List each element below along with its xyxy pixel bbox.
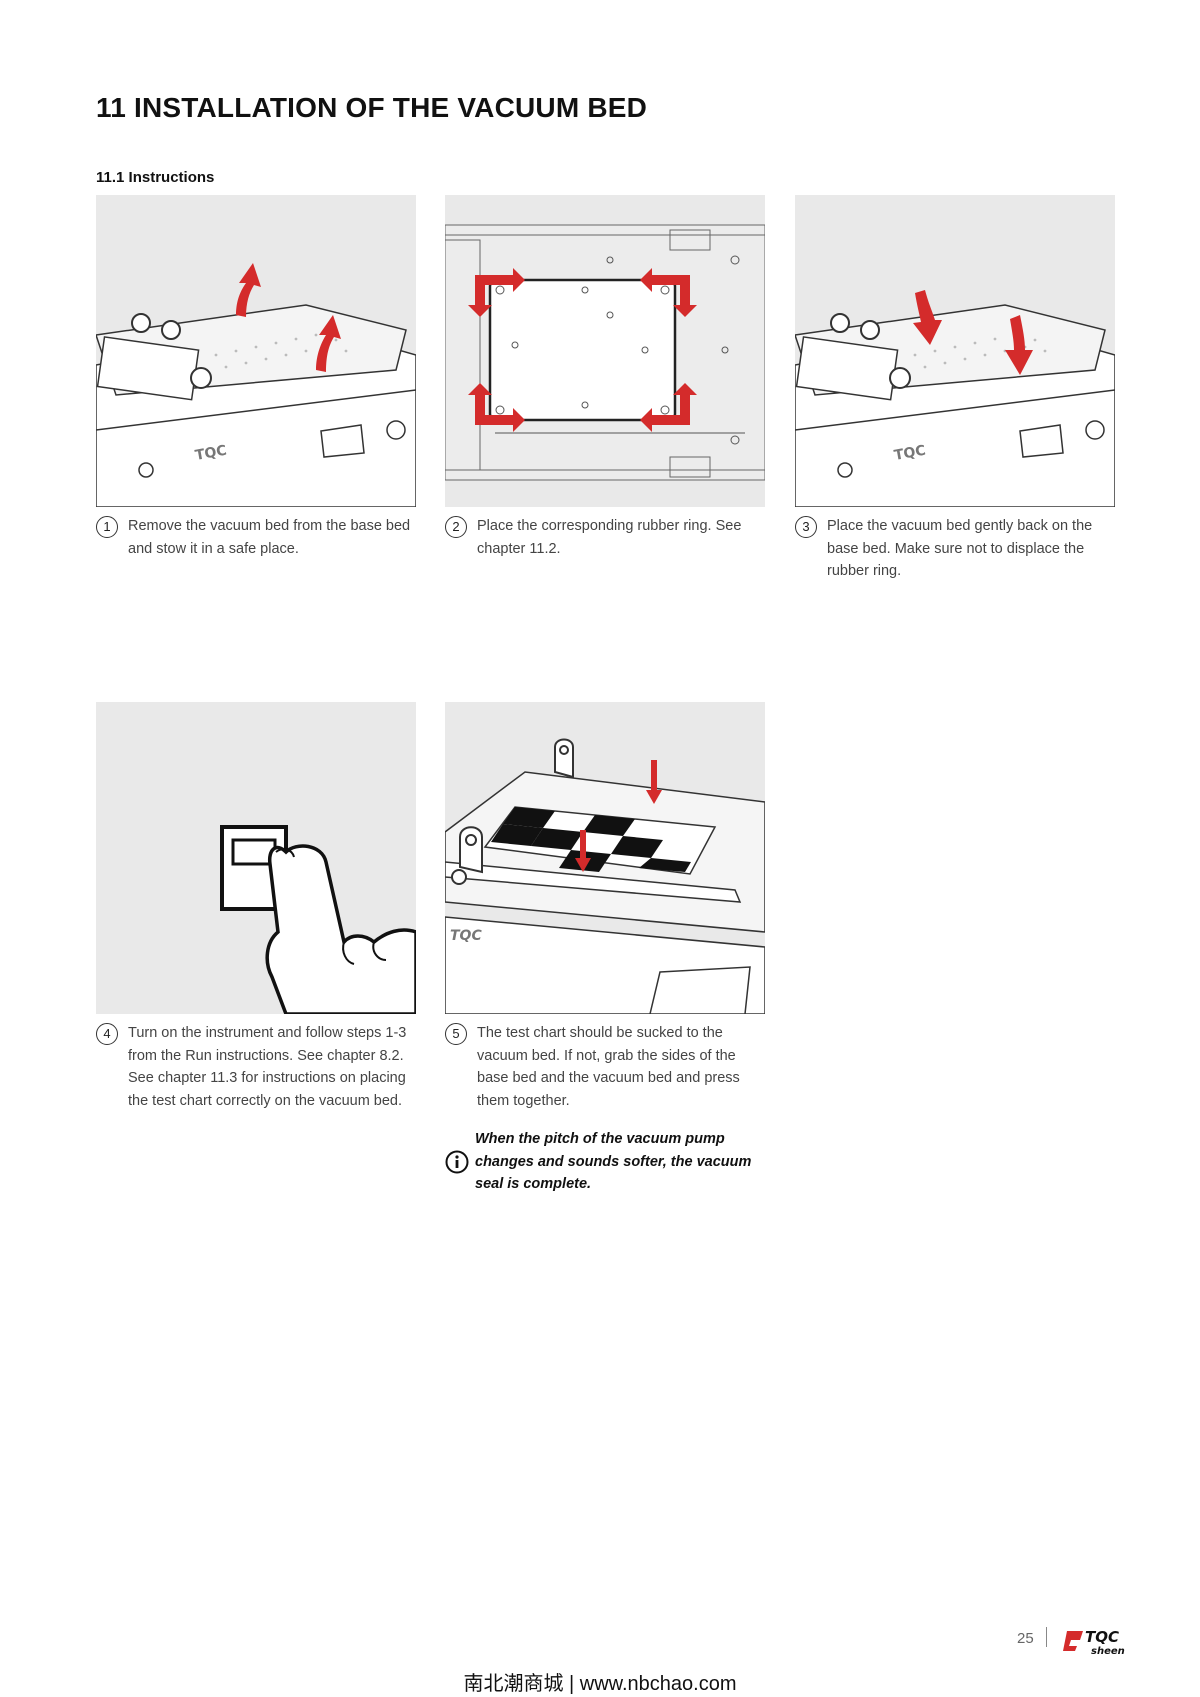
step-2: 2 Place the corresponding rubber ring. S… bbox=[445, 515, 775, 560]
note-text: When the pitch of the vacuum pump change… bbox=[475, 1131, 752, 1192]
step-number: 4 bbox=[96, 1023, 118, 1045]
step-5-illustration: TQC bbox=[445, 702, 765, 1014]
step-1: 1 Remove the vacuum bed from the base be… bbox=[96, 515, 426, 560]
step-1-illustration: TQC bbox=[96, 195, 416, 507]
section-heading: 11.1 Instructions bbox=[96, 169, 215, 186]
step-text: Remove the vacuum bed from the base bed … bbox=[128, 518, 411, 557]
step-3-illustration: TQC bbox=[795, 195, 1115, 507]
svg-text:TQC: TQC bbox=[450, 928, 482, 944]
page-heading: 11 INSTALLATION OF THE VACUUM BED bbox=[96, 92, 648, 123]
step-4-illustration bbox=[96, 702, 416, 1014]
svg-text:TQC: TQC bbox=[194, 443, 228, 464]
info-note: When the pitch of the vacuum pump change… bbox=[445, 1128, 765, 1196]
tqc-sheen-logo: TQC sheen bbox=[1063, 1628, 1125, 1657]
step-5: 5 The test chart should be sucked to the… bbox=[445, 1022, 775, 1112]
step-number: 3 bbox=[795, 516, 817, 538]
step-number: 1 bbox=[96, 516, 118, 538]
info-icon bbox=[445, 1150, 469, 1174]
svg-text:sheen: sheen bbox=[1091, 1646, 1125, 1657]
step-text: Place the vacuum bed gently back on the … bbox=[827, 518, 1093, 579]
watermark: 南北潮商城 | www.nbchao.com bbox=[463, 1673, 737, 1695]
step-text: The test chart should be sucked to the v… bbox=[477, 1025, 740, 1109]
step-3: 3 Place the vacuum bed gently back on th… bbox=[795, 515, 1125, 583]
svg-text:TQC: TQC bbox=[1085, 1628, 1119, 1646]
footer-divider bbox=[1046, 1627, 1047, 1647]
step-text: Place the corresponding rubber ring. See… bbox=[477, 518, 742, 557]
step-number: 2 bbox=[445, 516, 467, 538]
step-number: 5 bbox=[445, 1023, 467, 1045]
page-number: 25 bbox=[1017, 1630, 1034, 1647]
svg-text:TQC: TQC bbox=[893, 443, 927, 464]
step-2-illustration bbox=[445, 195, 765, 507]
step-4: 4 Turn on the instrument and follow step… bbox=[96, 1022, 426, 1112]
step-text: Turn on the instrument and follow steps … bbox=[128, 1025, 407, 1109]
